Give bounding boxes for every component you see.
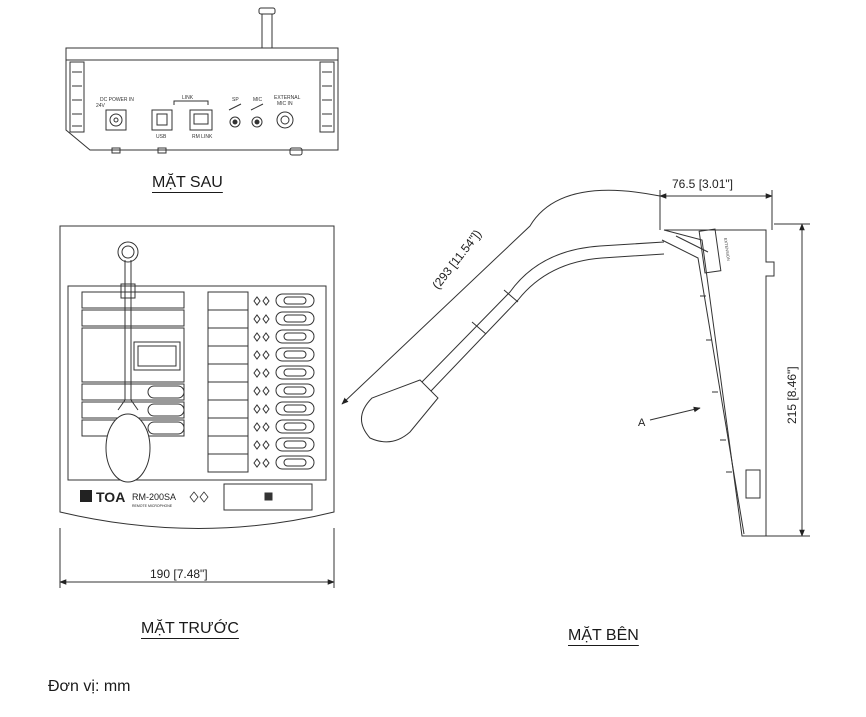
front-key-button-inner [283, 314, 307, 323]
front-key-button [275, 293, 315, 308]
front-key-button-inner [283, 332, 307, 341]
rear-usb-label: USB [156, 134, 167, 140]
front-key-led [253, 350, 270, 360]
rear-view [65, 7, 339, 156]
front-model-label: RM-200SA [132, 492, 176, 502]
callout-a-label: A [638, 417, 646, 429]
front-key-button [275, 437, 315, 452]
side-view [341, 189, 810, 537]
front-key-button-inner [283, 422, 307, 431]
rear-dc-power-label: DC POWER IN [100, 97, 134, 103]
front-key-button [275, 329, 315, 344]
front-key-button-inner [283, 440, 307, 449]
dimension-side-depth: 76.5 [3.01"] [672, 177, 733, 191]
view-title-front: MẶT TRƯỚC [141, 620, 239, 637]
front-key-button [275, 419, 315, 434]
front-key-led [253, 332, 270, 342]
front-key-button-inner [283, 350, 307, 359]
front-key-led [253, 296, 270, 306]
front-sub-label: REMOTE MICROPHONE [132, 504, 173, 508]
front-key-button-inner [283, 386, 307, 395]
rear-sp-label: SP [232, 97, 239, 103]
front-view [59, 225, 335, 588]
rear-labels: DC POWER IN 24V LINK USB RM LINK SP MIC … [96, 95, 301, 140]
front-key-button [275, 383, 315, 398]
dimension-mic-length: (293 [11.54"]) [429, 227, 484, 292]
front-key-led [253, 422, 270, 432]
rear-dc-volt-label: 24V [96, 103, 106, 109]
front-logo: TOA RM-200SA REMOTE MICROPHONE [80, 489, 209, 508]
front-key-button-inner [283, 296, 307, 305]
front-key-button [275, 401, 315, 416]
front-key-button [275, 455, 315, 470]
front-key-led [253, 440, 270, 450]
rear-link-label: LINK [182, 95, 194, 101]
front-key-led [253, 386, 270, 396]
front-key-led [253, 404, 270, 414]
rear-ext-mic-label-1: EXTERNAL [274, 95, 301, 101]
front-key-button [275, 311, 315, 326]
rear-ext-mic-label-2: MIC IN [277, 101, 293, 107]
rear-rm-link-label: RM LINK [192, 134, 213, 140]
front-key-led [253, 458, 270, 468]
front-key-button [275, 365, 315, 380]
front-key-led [253, 314, 270, 324]
front-brand-label: TOA [96, 489, 125, 505]
front-key-button-inner [283, 458, 307, 467]
front-key-button [275, 347, 315, 362]
dimension-side-height: 215 [8.46"] [785, 366, 799, 424]
view-title-rear: MẶT SAU [152, 174, 223, 191]
rear-mic-label: MIC [253, 97, 263, 103]
side-extension-label: EXTENSION [723, 237, 731, 261]
view-title-side: MẶT BÊN [568, 627, 639, 644]
front-key-button-inner [283, 368, 307, 377]
dimension-front-width: 190 [7.48"] [150, 567, 208, 581]
front-key-led [253, 368, 270, 378]
unit-note: Đơn vị: mm [48, 678, 131, 695]
front-key-button-inner [283, 404, 307, 413]
